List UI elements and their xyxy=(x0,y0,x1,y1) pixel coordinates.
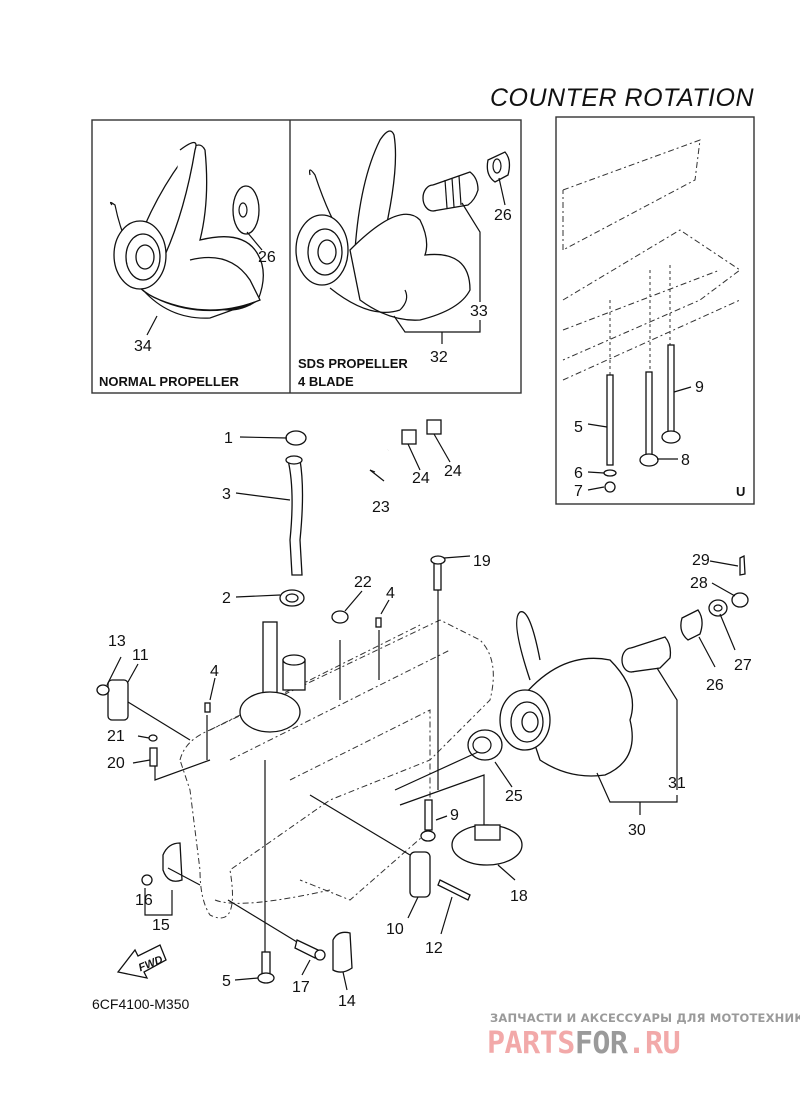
callout-17: 17 xyxy=(292,979,310,996)
drive-shaft xyxy=(262,621,278,703)
inset-frame xyxy=(91,119,522,394)
sds-propeller-drawing xyxy=(295,130,511,321)
callout-15: 15 xyxy=(152,917,170,934)
callout-10: 10 xyxy=(386,921,404,938)
lower-unit-u-inset: 5 6 7 8 9 U xyxy=(555,116,755,505)
callout-u8: 8 xyxy=(681,452,690,469)
sds-propeller-label-line1: SDS PROPELLER xyxy=(298,356,408,371)
diagram-title: COUNTER ROTATION xyxy=(490,84,754,112)
normal-propeller-drawing xyxy=(109,141,264,319)
callout-26: 26 xyxy=(706,677,724,694)
fwd-arrow-icon: FWD xyxy=(116,944,167,979)
variant-letter-u: U xyxy=(736,484,745,499)
grommet-part-2 xyxy=(279,589,305,607)
watermark-brand-part3: .RU xyxy=(628,1026,681,1061)
connector-part-22 xyxy=(331,610,349,624)
callout-33: 33 xyxy=(470,303,488,320)
callout-u5: 5 xyxy=(574,419,583,436)
callout-19: 19 xyxy=(473,553,491,570)
callout-14: 14 xyxy=(338,993,356,1010)
clip-part-24b xyxy=(426,419,442,435)
stud-bolt-part-5 xyxy=(606,374,614,466)
normal-propeller-label: NORMAL PROPELLER xyxy=(99,374,239,389)
callout-u9: 9 xyxy=(695,379,704,396)
callout-11: 11 xyxy=(132,647,149,664)
nut-part-7 xyxy=(604,481,616,493)
callout-4b: 4 xyxy=(210,663,219,680)
nut-part-13 xyxy=(96,684,110,696)
diagram-code: 6CF4100-M350 xyxy=(92,996,189,1012)
cover-part-14 xyxy=(332,931,353,973)
main-exploded-view: FWD 1 3 2 23 xyxy=(96,419,752,1010)
bolt-part-17 xyxy=(294,939,319,959)
callout-9: 9 xyxy=(450,807,459,824)
callout-24b: 24 xyxy=(444,463,462,480)
watermark-brand: PARTSFOR.RU xyxy=(487,1026,680,1061)
bolt-part-9 xyxy=(424,799,433,831)
callout-22: 22 xyxy=(354,574,372,591)
callout-26-sds: 26 xyxy=(494,207,512,224)
lower-case-outline xyxy=(179,619,494,919)
callout-31: 31 xyxy=(668,775,686,792)
bolt-part-19 xyxy=(433,561,442,591)
washer-part-27 xyxy=(708,599,728,617)
nut-part-16 xyxy=(141,874,153,886)
callout-u6: 6 xyxy=(574,465,583,482)
callout-32: 32 xyxy=(430,349,448,366)
callout-5: 5 xyxy=(222,973,231,990)
cotter-pin-part-29 xyxy=(739,554,746,576)
callout-1: 1 xyxy=(224,430,233,447)
oring-part-21 xyxy=(148,734,158,742)
screw-part-12 xyxy=(437,879,471,901)
dowel-part-4a xyxy=(375,617,382,628)
callout-25: 25 xyxy=(505,788,523,805)
anode-part-10 xyxy=(409,851,431,898)
callout-16: 16 xyxy=(135,892,153,909)
callout-29: 29 xyxy=(692,552,710,569)
clip-part-24a xyxy=(401,429,417,445)
callout-34: 34 xyxy=(134,338,152,355)
nipple-part-20 xyxy=(149,747,158,767)
water-pump-housing xyxy=(239,691,301,733)
spacer-part-26 xyxy=(680,609,703,641)
normal-spacer-part-26 xyxy=(232,185,260,235)
callout-2: 2 xyxy=(222,590,231,607)
watermark-subtitle: ЗАПЧАСТИ И АКСЕССУАРЫ ДЛЯ МОТОТЕХНИКИ xyxy=(490,1011,800,1025)
cover-part-11 xyxy=(107,679,129,721)
callout-30: 30 xyxy=(628,822,646,839)
water-tube-part-3 xyxy=(287,459,304,576)
sds-hub-part-33 xyxy=(422,171,479,212)
callout-3: 3 xyxy=(222,486,231,503)
callout-20: 20 xyxy=(107,755,125,772)
propeller-part-30 xyxy=(499,611,634,777)
callout-u7: 7 xyxy=(574,483,583,500)
callout-4a: 4 xyxy=(386,585,395,602)
callout-24a: 24 xyxy=(412,470,430,487)
propeller-options-inset: 26 34 NORMAL PROPELLER xyxy=(91,119,522,394)
callout-23: 23 xyxy=(372,499,390,516)
anode-part-15 xyxy=(162,842,183,882)
watermark-brand-part2: FOR xyxy=(575,1026,629,1061)
nut-part-28 xyxy=(731,592,749,608)
callout-28: 28 xyxy=(690,575,708,592)
callout-27: 27 xyxy=(734,657,752,674)
hub-part-31 xyxy=(621,636,672,673)
grommet-part-1 xyxy=(285,430,307,446)
callout-18: 18 xyxy=(510,888,528,905)
callout-12: 12 xyxy=(425,940,443,957)
bolt-part-9 xyxy=(661,344,681,444)
callout-13: 13 xyxy=(108,633,126,650)
bolt-part-5 xyxy=(261,951,271,975)
watermark: ЗАПЧАСТИ И АКСЕССУАРЫ ДЛЯ МОТОТЕХНИКИ PA… xyxy=(487,1011,800,1061)
watermark-brand-part1: PARTS xyxy=(487,1026,575,1061)
inset-frame-u xyxy=(555,116,755,505)
washer-part-6 xyxy=(603,469,617,477)
callout-21: 21 xyxy=(107,728,125,745)
bolt-part-8 xyxy=(639,371,659,467)
dowel-part-4b xyxy=(204,702,211,713)
sds-spacer-part-26 xyxy=(486,151,511,183)
callout-26-normal: 26 xyxy=(258,249,276,266)
sds-propeller-label-line2: 4 BLADE xyxy=(298,374,354,389)
